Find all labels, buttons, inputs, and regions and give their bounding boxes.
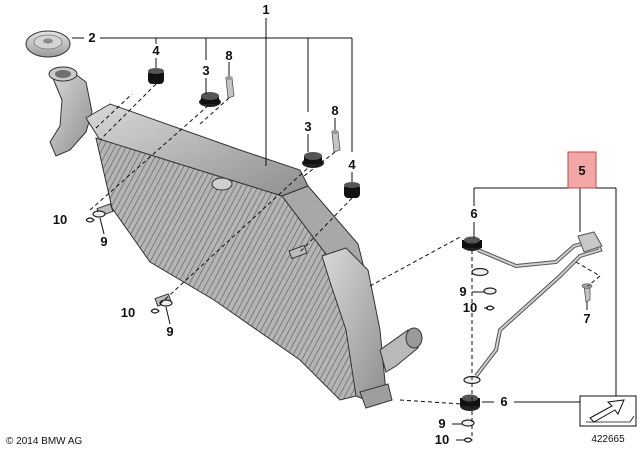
callout-6-lower: 6	[500, 394, 507, 409]
bracket-assembly	[474, 231, 603, 378]
washer-9-upper-right	[483, 287, 497, 295]
callout-3-right: 3	[304, 119, 311, 134]
top-tank-boss	[211, 177, 233, 191]
grommet-6-lower	[460, 394, 480, 411]
callout-1: 1	[262, 2, 269, 17]
grommet-3-right	[302, 152, 324, 168]
diagram-number: 422665	[591, 434, 625, 445]
clip-10-upper-left	[85, 217, 95, 223]
callout-8-left: 8	[225, 48, 232, 63]
grommet-4-right	[344, 182, 360, 198]
direction-symbol	[579, 395, 637, 427]
clip-10-lower-left	[150, 308, 160, 314]
clip-10-lower-right	[463, 437, 473, 443]
grommet-4-left	[148, 68, 164, 84]
callout-3-left: 3	[202, 63, 209, 78]
callout-7: 7	[583, 311, 590, 326]
washer-9-upper-left	[92, 210, 106, 218]
callout-4-right: 4	[348, 157, 356, 172]
callout-9-lower-left: 9	[166, 324, 173, 339]
radiator	[48, 66, 423, 409]
assembly-dashes	[89, 83, 601, 436]
outlet-pipe-end	[405, 327, 423, 349]
filler-neck-inner	[55, 70, 71, 78]
radiator-bottom-mount	[359, 383, 393, 409]
grommet-3-left	[199, 92, 221, 107]
callout-10-upper-right: 10	[463, 300, 477, 315]
clip-10-upper-right	[485, 305, 495, 311]
radiator-cap	[25, 30, 71, 58]
callout-2: 2	[88, 30, 95, 45]
washer-9-lower-right	[461, 419, 475, 427]
copyright-text: © 2014 BMW AG	[6, 436, 83, 447]
washer-upper-right	[471, 267, 489, 277]
screw-7	[581, 283, 593, 303]
filler-neck	[49, 69, 93, 157]
callout-10-lower-left: 10	[121, 305, 135, 320]
pin-8-left	[225, 76, 235, 99]
callout-9-upper-left: 9	[100, 234, 107, 249]
callout-6-upper: 6	[470, 206, 477, 221]
callout-10-lower-right: 10	[435, 432, 449, 447]
callout-5: 5	[578, 163, 585, 178]
grommet-6-upper	[462, 236, 482, 251]
callout-9-upper-right: 9	[459, 284, 466, 299]
callout-10-upper-left: 10	[53, 212, 67, 227]
callout-5-highlight	[567, 151, 597, 189]
callout-9-lower-right: 9	[438, 416, 445, 431]
callout-4-left: 4	[152, 43, 160, 58]
pin-8-right	[331, 130, 341, 153]
callout-8-right: 8	[331, 103, 338, 118]
